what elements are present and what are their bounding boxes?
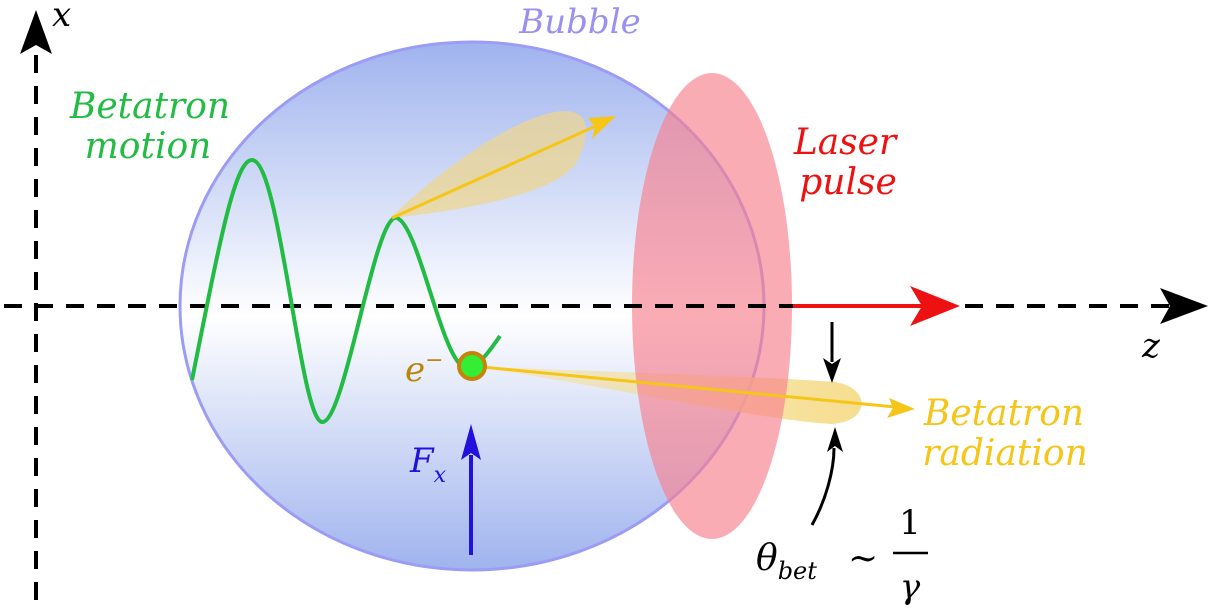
force-arrowhead — [461, 424, 481, 460]
betatron-trajectory — [190, 157, 502, 424]
electron-label: e− — [405, 348, 444, 390]
angle-marker-down-arrowhead — [823, 358, 841, 383]
electron-label-base: e — [405, 350, 425, 390]
upper-radiation-cone — [390, 111, 587, 218]
lower-radiation-arrowhead — [887, 398, 915, 418]
x-axis-arrowhead — [20, 10, 52, 54]
angle-marker-curve — [810, 447, 836, 526]
electron-dot — [457, 351, 487, 381]
theta-denominator: γ — [900, 567, 921, 607]
theta-numerator: 1 — [899, 503, 921, 543]
z-axis-arrowhead — [1160, 288, 1208, 324]
laser-pulse-label-line2: pulse — [799, 162, 897, 203]
theta-sim: ∼ — [848, 538, 878, 579]
laser-direction-arrowhead — [910, 286, 960, 326]
electron-label-sup: − — [425, 348, 443, 373]
upper-radiation-arrowhead — [588, 116, 616, 139]
angle-marker-up-arrowhead — [827, 427, 843, 452]
theta-label: θbet — [756, 538, 817, 585]
betatron-radiation-label-line1: Betatron — [923, 393, 1084, 434]
force-label-sub: x — [434, 463, 447, 488]
betatron-motion-label-line1: Betatron — [69, 86, 230, 127]
z-axis-label: z — [1141, 326, 1161, 366]
laser-pulse — [632, 73, 792, 539]
upper-radiation-arrow — [391, 123, 599, 220]
theta-label-sub: bet — [778, 557, 818, 585]
lower-radiation-arrow — [471, 364, 896, 409]
bubble-label: Bubble — [518, 2, 640, 42]
force-label: Fx — [409, 441, 447, 488]
laser-pulse-label-line1: Laser — [793, 122, 898, 163]
theta-label-base: θ — [756, 538, 778, 579]
betatron-radiation-label-line2: radiation — [922, 433, 1088, 474]
betatron-motion-label-line2: motion — [85, 126, 212, 167]
force-label-base: F — [409, 441, 435, 481]
x-axis-label: x — [52, 0, 71, 35]
